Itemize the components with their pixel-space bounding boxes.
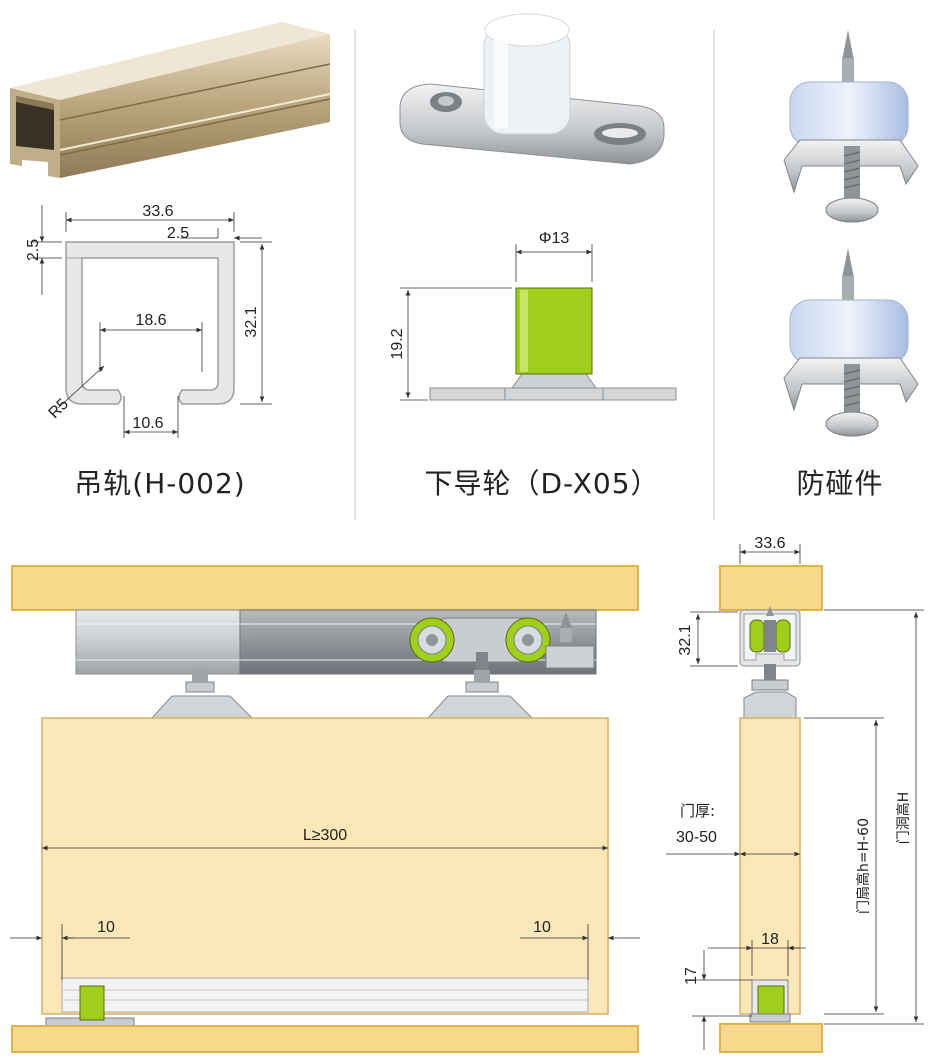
track-left: [75, 609, 241, 675]
caption-bumper: 防碰件: [796, 467, 884, 500]
side-header: [719, 565, 823, 611]
rail-opening-label: 10.6: [132, 415, 163, 432]
side-floor: [719, 1023, 823, 1053]
side-rail-height-label: 32.1: [677, 624, 694, 655]
rail-photo: [10, 22, 331, 178]
bottom-height-label: 17: [683, 967, 700, 985]
rail-width-label: 33.6: [142, 203, 173, 220]
bottom-channel: [61, 977, 589, 1013]
front-view: L≥300 10 10 33.6: [10, 535, 924, 1053]
rail-profile: 33.6 2.5 2.5 32.1 18.6 R5 10.6: [25, 203, 272, 438]
bottom-width-label: 18: [761, 931, 779, 948]
bumper-photo-1: [783, 30, 919, 223]
header-board: [11, 565, 639, 611]
door-thickness-value: 30-50: [676, 829, 717, 846]
length-label: L≥300: [303, 827, 347, 844]
door-leaf: [41, 717, 609, 1015]
caption-rail: 吊轨(H-002): [74, 467, 246, 500]
side-door: [739, 717, 801, 1015]
leaf-height-label: 门扇高h=H-60: [855, 818, 872, 914]
left-offset-label: 10: [97, 919, 115, 936]
rail-lip-side-label: 2.5: [167, 225, 189, 242]
floor-board: [11, 1025, 639, 1053]
floor-guide-wheel: [79, 985, 105, 1021]
right-offset-label: 10: [533, 919, 551, 936]
rail-inner-label: 18.6: [135, 312, 166, 329]
roller-carriage: [409, 612, 595, 690]
guide-wheel: [515, 287, 593, 375]
side-guide-wheel: [757, 985, 785, 1015]
hanger-right: [379, 670, 583, 725]
guide-photo: [399, 13, 665, 165]
rail-height-label: 32.1: [243, 306, 260, 337]
rail-radius-label: R5: [46, 396, 73, 423]
top-diagrams: 33.6 2.5 2.5 32.1 18.6 R5 10.6: [10, 13, 919, 520]
side-view: 33.6 32.1 门厚: 30-50 门扇高h=H-60 门洞高H 18: [666, 535, 924, 1053]
opening-height-label: 门洞高H: [895, 792, 912, 845]
hanger-left: [103, 670, 307, 725]
guide-height-label: 19.2: [389, 328, 406, 359]
rail-lip-top-label: 2.5: [25, 239, 42, 261]
side-rail-width-label: 33.6: [754, 535, 785, 552]
guide-diameter-label: Φ13: [539, 230, 570, 247]
bumper-photo-2: [783, 248, 919, 437]
door-thickness-label: 门厚:: [680, 802, 715, 820]
caption-guide: 下导轮（D-X05）: [424, 467, 660, 500]
guide-drawing: Φ13 19.2: [389, 230, 677, 401]
